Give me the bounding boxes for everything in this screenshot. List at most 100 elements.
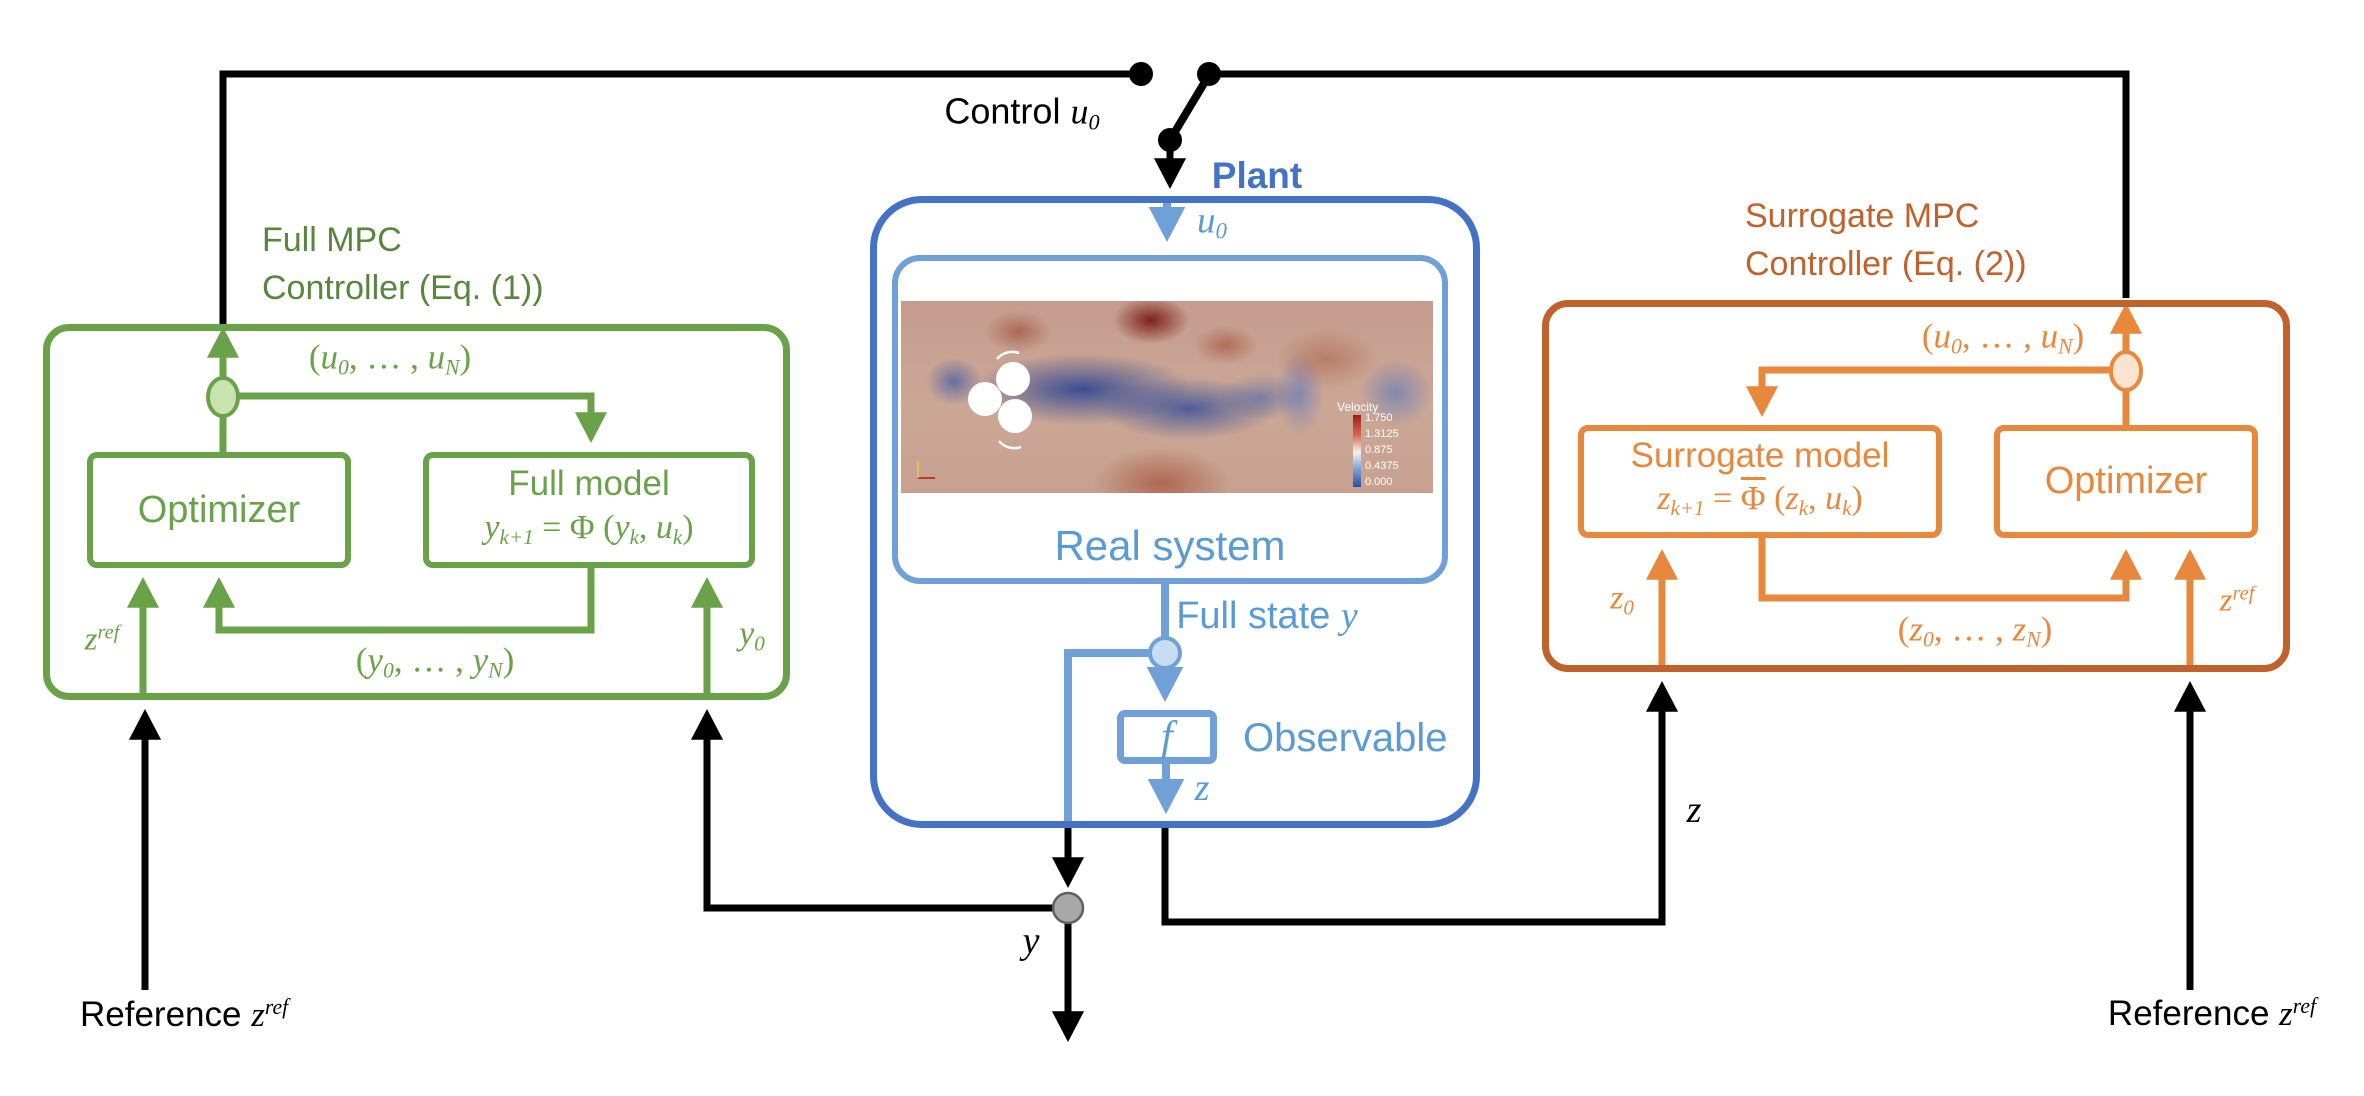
math-segment: z	[84, 621, 98, 658]
math-segment: u	[1825, 479, 1843, 517]
math-segment: N	[445, 355, 460, 380]
orange-branch-node	[2109, 350, 2143, 392]
surrogate-model-box: Surrogate model zk+1 = Φ (zk, uk)	[1578, 425, 1942, 538]
math-segment: u	[655, 508, 673, 546]
pinball-cylinder-bottom	[998, 399, 1032, 433]
switch-contact-left[interactable]	[1129, 62, 1153, 86]
real-system-label: Real system	[1054, 522, 1286, 569]
math-segment: z	[2012, 609, 2027, 649]
wire-y-to-full-controller	[690, 709, 1055, 912]
math-segment: 0	[1623, 595, 1634, 620]
surrogate-mpc-title-line2: Controller (Eq. (2))	[1745, 245, 2027, 283]
surrogate-zref-label: zref	[2220, 582, 2255, 619]
colorbar	[1353, 415, 1361, 487]
full-model-box: Full model yk+1 = Φ (yk, uk)	[423, 452, 755, 568]
y-output-label: y	[1023, 919, 1040, 963]
rotation-arrow-top-icon	[996, 350, 1020, 360]
wire-green-node-to-model	[235, 392, 608, 443]
math-segment: ref	[2232, 582, 2255, 605]
math-segment: k+1	[1670, 495, 1705, 520]
math-segment: z	[1610, 579, 1624, 617]
math-segment: z	[1194, 767, 1210, 809]
math-segment: k	[672, 524, 683, 549]
wire-z-to-surrogate-controller	[1161, 681, 1679, 926]
math-segment: k	[629, 524, 639, 549]
math-segment: z	[1686, 789, 1702, 831]
math-segment: 0	[1950, 334, 1962, 359]
math-segment: k	[1842, 495, 1852, 520]
math-segment: )	[459, 337, 472, 377]
math-segment: (	[1897, 609, 1910, 649]
math-segment: y	[614, 508, 630, 546]
math-segment: = Φ (	[533, 508, 615, 546]
surrogate-u-sequence-label: (u0, … , uN)	[1922, 316, 2084, 359]
math-segment: y	[1340, 595, 1358, 637]
colorbar-tick-label: 1.3125	[1365, 428, 1399, 440]
full-mpc-optimizer-label: Optimizer	[137, 488, 301, 531]
math-segment: u	[1070, 91, 1089, 132]
wire-full-controller-to-switch	[219, 70, 1141, 326]
full-mpc-title-line1: Full MPC	[262, 221, 402, 259]
math-segment: k+1	[499, 524, 534, 549]
observable-label: Observable	[1243, 716, 1448, 760]
full-mpc-y-sequence-label: (y0, … , yN)	[356, 640, 514, 683]
math-segment: ,	[638, 508, 656, 546]
control-u0-label: Control u0	[944, 90, 1099, 135]
math-segment: )	[682, 508, 694, 546]
math-segment: 0	[337, 355, 349, 380]
math-segment: z	[1909, 609, 1923, 649]
math-segment: Full state	[1176, 595, 1341, 637]
surrogate-optimizer-label: Optimizer	[2044, 460, 2208, 502]
math-segment: 0	[382, 658, 394, 683]
rotation-arrow-bottom-icon	[998, 440, 1022, 450]
full-mpc-y0-label: y0	[739, 616, 765, 657]
colorbar-tick-label: 0.000	[1365, 476, 1393, 488]
math-segment: , … ,	[1961, 316, 2041, 356]
math-segment: )	[2072, 316, 2085, 356]
axis-triad-icon	[917, 461, 935, 479]
math-segment: z	[2279, 994, 2293, 1033]
reference-right-label: Reference zref	[2108, 994, 2316, 1034]
fullstate-branch-node	[1148, 636, 1182, 670]
full-model-title: Full model	[508, 463, 670, 503]
full-mpc-title: Full MPC Controller (Eq. (1))	[262, 216, 544, 312]
math-segment: (	[308, 337, 321, 377]
surrogate-mpc-title: Surrogate MPC Controller (Eq. (2))	[1745, 192, 2027, 288]
math-segment: )	[502, 640, 515, 680]
y-junction-node	[1051, 891, 1085, 925]
full-mpc-u-sequence-label: (u0, … , uN)	[309, 337, 471, 380]
math-segment: (	[1921, 316, 1934, 356]
wire-orange-node-to-model	[1745, 366, 2114, 417]
math-segment: z	[1785, 479, 1799, 517]
math-segment: 0	[1922, 627, 1934, 652]
math-segment: u	[1933, 316, 1951, 356]
math-segment: z	[251, 995, 265, 1034]
math-segment: z	[2219, 582, 2233, 619]
math-segment: Reference	[2107, 994, 2280, 1033]
math-segment: u	[1197, 200, 1216, 242]
observable-f-box: f	[1117, 710, 1217, 764]
math-segment: y	[739, 615, 755, 653]
colorbar-tick-label: 1.750	[1365, 412, 1393, 424]
math-segment: u	[427, 337, 446, 377]
surrogate-mpc-title-line1: Surrogate MPC	[1745, 197, 1980, 235]
full-mpc-optimizer-box: Optimizer	[87, 452, 351, 568]
math-segment: )	[1851, 479, 1863, 517]
surrogate-model-title: Surrogate model	[1630, 435, 1890, 475]
wire-surrogate-controller-to-switch	[1209, 70, 2130, 298]
surrogate-mpc-controller-box	[1542, 300, 2290, 672]
full-mpc-zref-label: zref	[85, 621, 120, 658]
plant-u0-label: u0	[1197, 199, 1227, 244]
math-segment: y	[1022, 920, 1040, 962]
math-segment: 0	[1088, 109, 1100, 135]
wire-fullstate-branch-out	[1064, 649, 1151, 828]
math-segment: u	[320, 337, 338, 377]
math-segment: Control	[944, 90, 1071, 132]
surrogate-model-equation: zk+1 = Φ (zk, uk)	[1657, 477, 1863, 530]
z-feedback-label: z	[1687, 788, 1702, 832]
math-segment: k	[1798, 495, 1809, 520]
colorbar-tick-label: 0.875	[1365, 444, 1393, 456]
math-segment: 0	[754, 631, 765, 656]
wire-orange-model-feedback	[1758, 538, 2143, 602]
